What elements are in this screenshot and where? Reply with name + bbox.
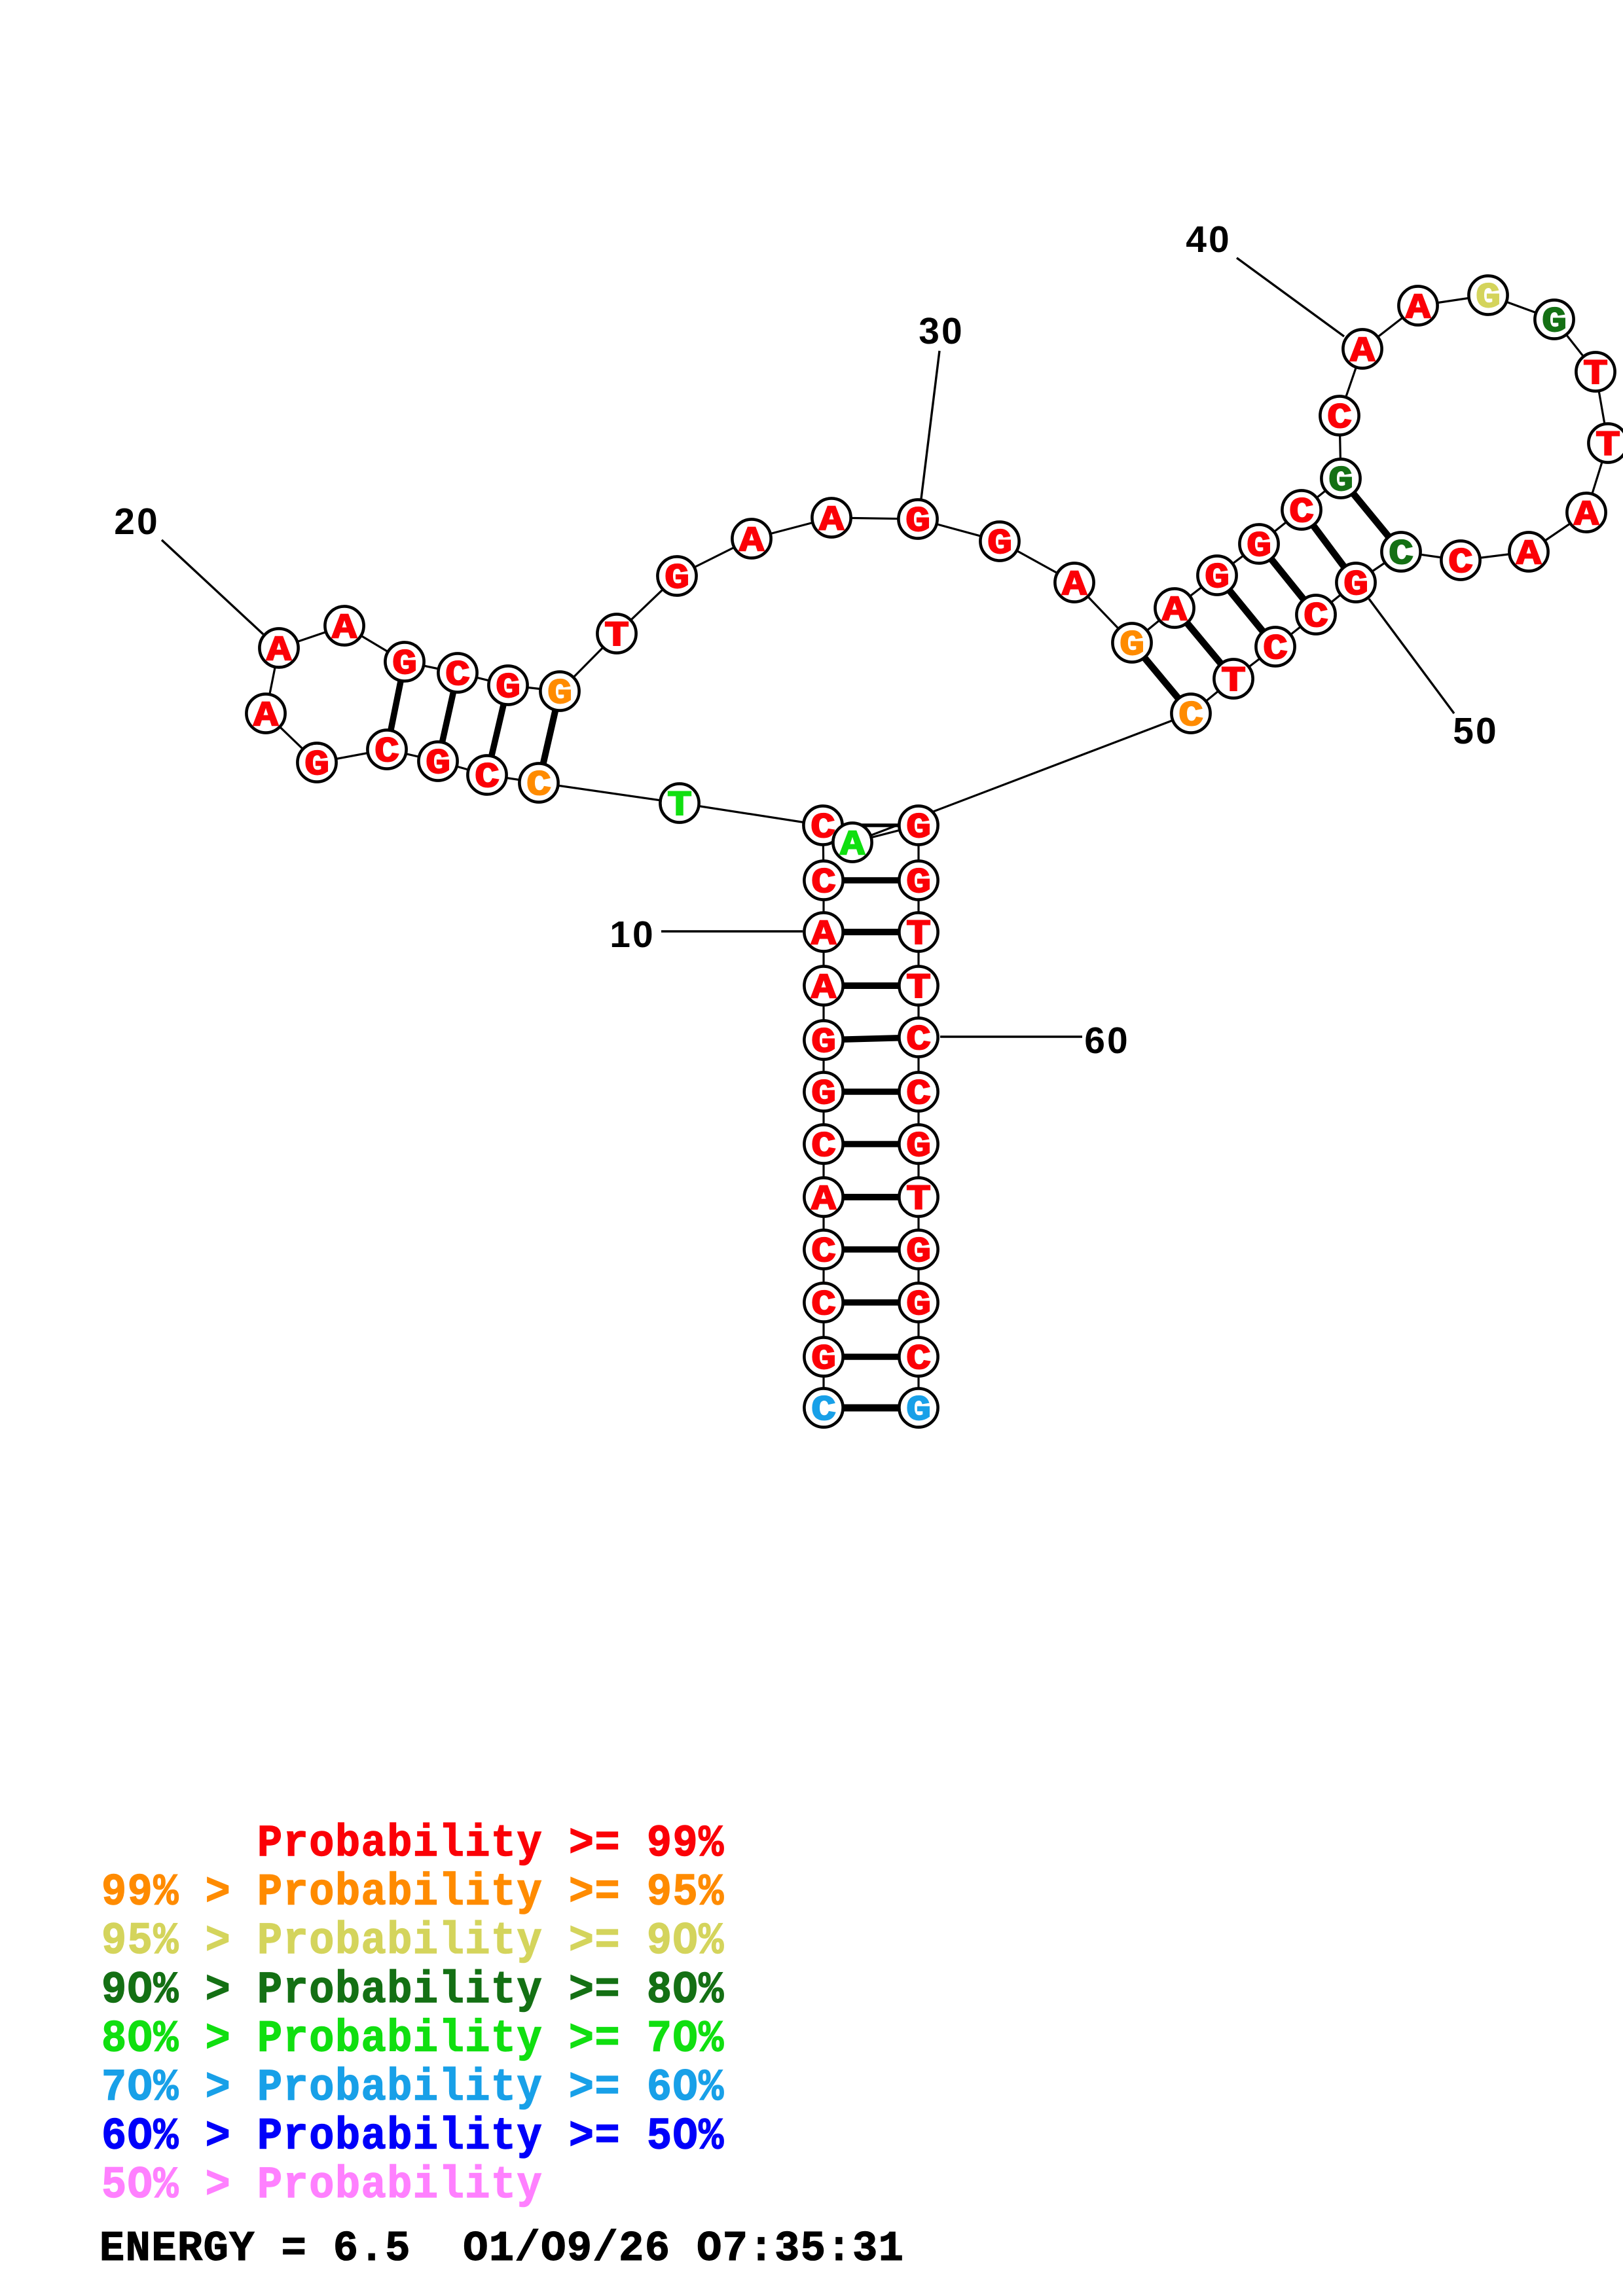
svg-text:G: G	[811, 1022, 836, 1063]
svg-text:C: C	[906, 1074, 931, 1115]
svg-text:G: G	[811, 1339, 836, 1380]
svg-text:C: C	[1448, 543, 1473, 583]
svg-text:G: G	[906, 863, 931, 903]
svg-text:G: G	[665, 558, 689, 599]
svg-text:C: C	[811, 1390, 836, 1431]
svg-text:G: G	[906, 808, 931, 848]
svg-text:G: G	[496, 668, 520, 708]
svg-text:T: T	[1583, 354, 1608, 395]
svg-text:C: C	[526, 765, 551, 806]
svg-text:A: A	[1406, 288, 1431, 329]
svg-text:G: G	[906, 1126, 931, 1167]
svg-text:T: T	[604, 616, 629, 656]
svg-text:T: T	[1221, 661, 1246, 702]
svg-text:C: C	[475, 757, 500, 798]
svg-text:C: C	[1389, 534, 1413, 575]
svg-text:C: C	[445, 655, 470, 696]
svg-text:G: G	[906, 1390, 931, 1431]
svg-text:G: G	[547, 673, 572, 714]
svg-text:T: T	[906, 968, 931, 1009]
svg-text:C: C	[811, 863, 836, 903]
svg-text:G: G	[1328, 461, 1353, 501]
svg-text:7O% > Probability >= 6O%: 7O% > Probability >= 6O%	[101, 2062, 725, 2113]
svg-text:G: G	[987, 524, 1012, 564]
svg-text:A: A	[819, 500, 845, 541]
svg-text:A: A	[266, 630, 292, 671]
svg-text:10: 10	[610, 914, 655, 956]
svg-text:5O% > Probability: 5O% > Probability	[101, 2160, 543, 2211]
svg-text:C: C	[811, 808, 835, 848]
svg-text:G: G	[905, 501, 930, 542]
svg-text:A: A	[332, 608, 357, 649]
svg-text:G: G	[906, 1232, 931, 1272]
svg-text:Probability >= 99%: Probability >= 99%	[257, 1818, 725, 1869]
svg-text:G: G	[1343, 565, 1368, 605]
svg-text:T: T	[667, 785, 692, 826]
svg-text:40: 40	[1186, 219, 1231, 260]
svg-text:9O% > Probability >= 8O%: 9O% > Probability >= 8O%	[101, 1965, 725, 2016]
svg-text:6O% > Probability >= 5O%: 6O% > Probability >= 5O%	[101, 2111, 725, 2162]
svg-text:G: G	[811, 1074, 836, 1115]
svg-text:C: C	[906, 1020, 931, 1060]
svg-text:G: G	[1247, 526, 1271, 567]
svg-text:C: C	[811, 1232, 836, 1272]
svg-text:99% > Probability >= 95%: 99% > Probability >= 95%	[101, 1867, 725, 1918]
svg-text:G: G	[426, 744, 450, 784]
svg-text:A: A	[1516, 534, 1542, 575]
svg-text:G: G	[1542, 302, 1567, 342]
svg-text:C: C	[811, 1126, 836, 1167]
svg-text:C: C	[1327, 398, 1352, 439]
svg-text:50: 50	[1453, 710, 1498, 752]
svg-text:A: A	[253, 696, 279, 736]
svg-text:C: C	[1178, 696, 1203, 736]
svg-text:ENERGY = 6.5 O1/O9/26 O7:35:3: ENERGY = 6.5 O1/O9/26 O7:35:31	[100, 2225, 904, 2273]
svg-text:A: A	[739, 521, 765, 562]
svg-text:T: T	[906, 1179, 931, 1220]
svg-text:G: G	[906, 1285, 931, 1325]
svg-text:8O% > Probability >= 7O%: 8O% > Probability >= 7O%	[101, 2013, 725, 2064]
svg-text:A: A	[811, 1179, 837, 1220]
svg-text:C: C	[374, 732, 399, 772]
svg-text:A: A	[1350, 331, 1376, 372]
svg-text:20: 20	[114, 501, 159, 543]
svg-text:A: A	[1062, 565, 1087, 605]
svg-text:G: G	[304, 745, 329, 785]
svg-text:A: A	[840, 825, 866, 865]
svg-text:G: G	[392, 644, 417, 685]
svg-text:A: A	[811, 914, 837, 955]
svg-text:T: T	[1596, 425, 1620, 466]
svg-text:C: C	[1304, 597, 1328, 637]
svg-text:G: G	[1120, 625, 1144, 666]
svg-text:C: C	[1289, 492, 1314, 533]
svg-text:G: G	[1476, 278, 1501, 318]
svg-text:30: 30	[919, 310, 964, 352]
svg-text:A: A	[1162, 590, 1188, 631]
svg-text:C: C	[811, 1285, 836, 1325]
svg-text:60: 60	[1084, 1020, 1129, 1062]
svg-text:A: A	[811, 968, 837, 1009]
svg-text:G: G	[1205, 558, 1230, 598]
svg-text:C: C	[1263, 629, 1288, 670]
svg-text:A: A	[1574, 495, 1599, 535]
svg-text:T: T	[906, 914, 931, 955]
svg-text:95% > Probability >= 9O%: 95% > Probability >= 9O%	[101, 1916, 725, 1967]
svg-text:C: C	[906, 1339, 931, 1380]
